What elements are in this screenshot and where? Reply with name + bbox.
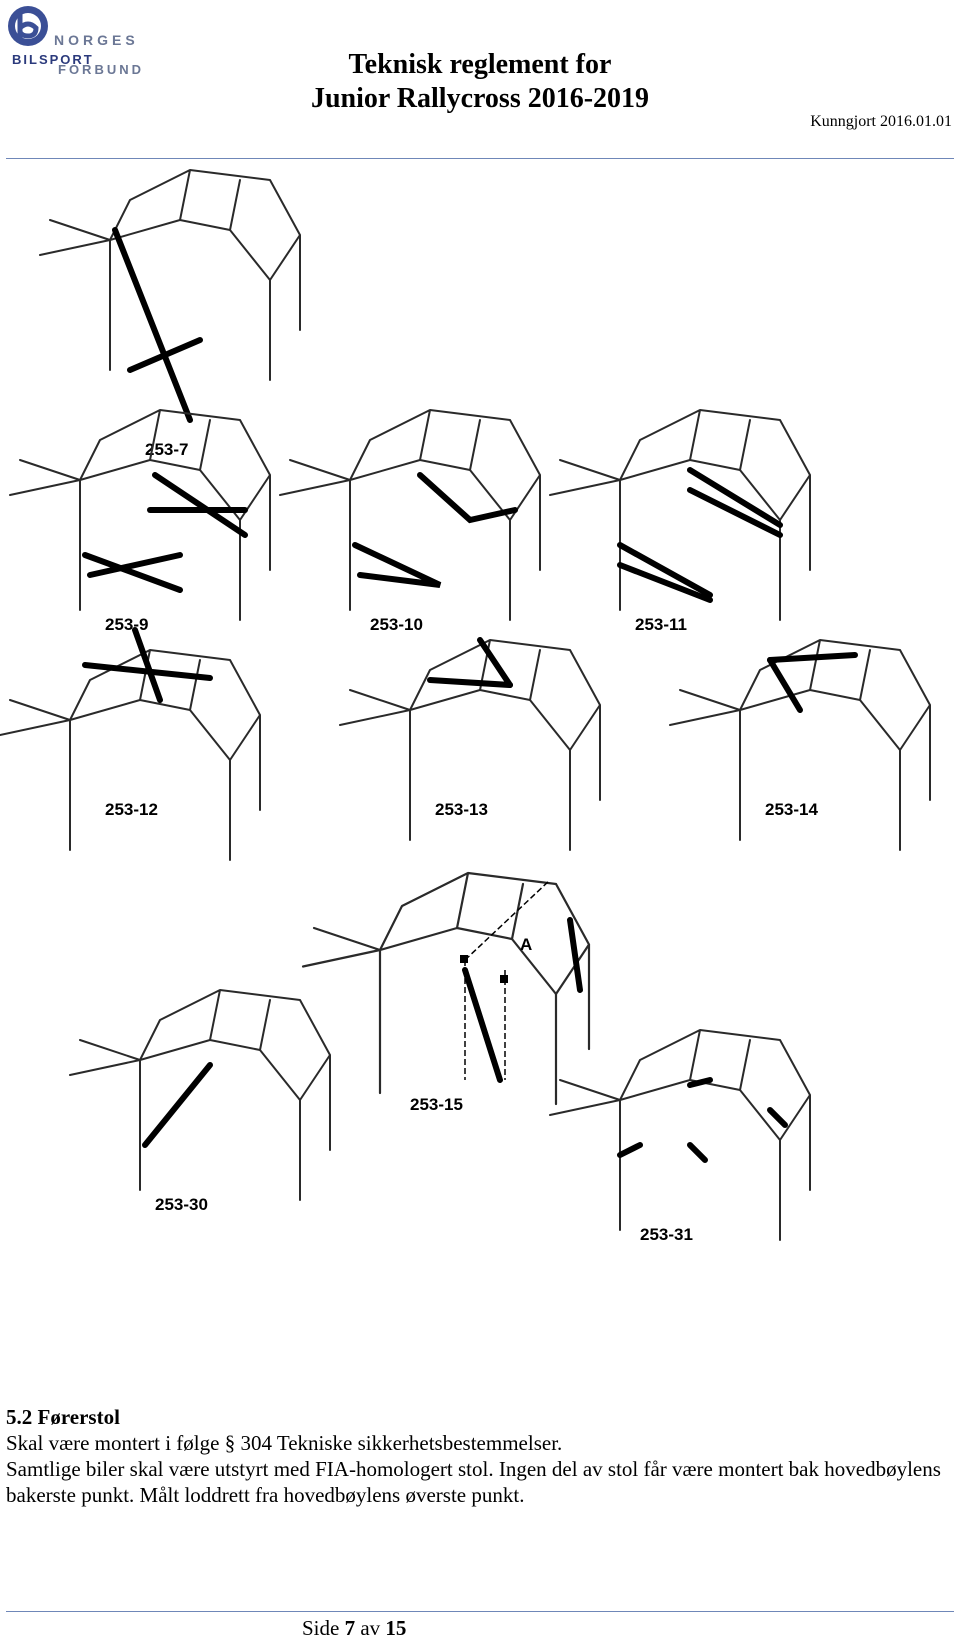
title-line-1: Teknisk reglement for — [348, 49, 612, 80]
dimension-marker: A — [520, 935, 532, 954]
section-5-2: 5.2 Førerstol Skal være montert i følge … — [6, 1404, 956, 1508]
figure-label: 253-12 — [105, 800, 158, 819]
figure-253-31: 253-31 — [549, 1029, 811, 1244]
figure-label: 253-13 — [435, 800, 488, 819]
footer-sep: av — [360, 1616, 381, 1640]
nbf-emblem-icon — [8, 6, 48, 46]
title-line-2: Junior Rallycross 2016-2019 — [310, 83, 650, 114]
figure-253-13: 253-13 — [339, 637, 601, 851]
footer-divider — [6, 1611, 954, 1612]
section-line-2: Samtlige biler skal være utstyrt med FIA… — [6, 1457, 941, 1507]
section-heading: 5.2 Førerstol — [6, 1405, 120, 1429]
footer-total: 15 — [385, 1616, 407, 1640]
page-footer: Side 7 av 15 — [302, 1616, 406, 1641]
figure-label: 253-9 — [105, 615, 148, 634]
announcement-date: Kunngjort 2016.01.01 — [810, 113, 952, 130]
figure-253-7: 253-7 — [39, 169, 301, 459]
figure-253-10: 253-10 — [279, 409, 541, 634]
figure-253-11: 253-11 — [549, 409, 811, 634]
figure-label: 253-7 — [145, 440, 188, 459]
logo-forbund: FORBUND — [58, 62, 144, 77]
document-title: Teknisk reglement for Junior Rallycross … — [0, 48, 960, 116]
figure-label: 253-31 — [640, 1225, 693, 1244]
logo-norges: NORGES — [54, 32, 139, 48]
figure-253-14: 253-14 — [669, 639, 931, 851]
footer-prefix: Side — [302, 1616, 340, 1640]
section-line-1: Skal være montert i følge § 304 Tekniske… — [6, 1431, 563, 1455]
figure-label: 253-11 — [635, 615, 687, 634]
figure-253-30: 253-30 — [69, 989, 331, 1214]
rollcage-figures: 253-7 253-9 253-10 253-11 253-12 25 — [0, 169, 931, 1244]
figure-label: 253-15 — [410, 1095, 463, 1114]
figure-label: 253-30 — [155, 1195, 208, 1214]
figure-253-9: 253-9 — [9, 409, 271, 634]
nbf-logo: NORGES BILSPORT FORBUND — [4, 2, 141, 77]
figure-253-15: A 253-15 — [301, 871, 591, 1114]
figure-label: 253-10 — [370, 615, 423, 634]
figure-label: 253-14 — [765, 800, 818, 819]
figure-253-12: 253-12 — [0, 627, 261, 861]
logo-bilsport: BILSPORT — [12, 52, 94, 67]
header-divider — [6, 158, 954, 159]
footer-page: 7 — [344, 1616, 356, 1640]
